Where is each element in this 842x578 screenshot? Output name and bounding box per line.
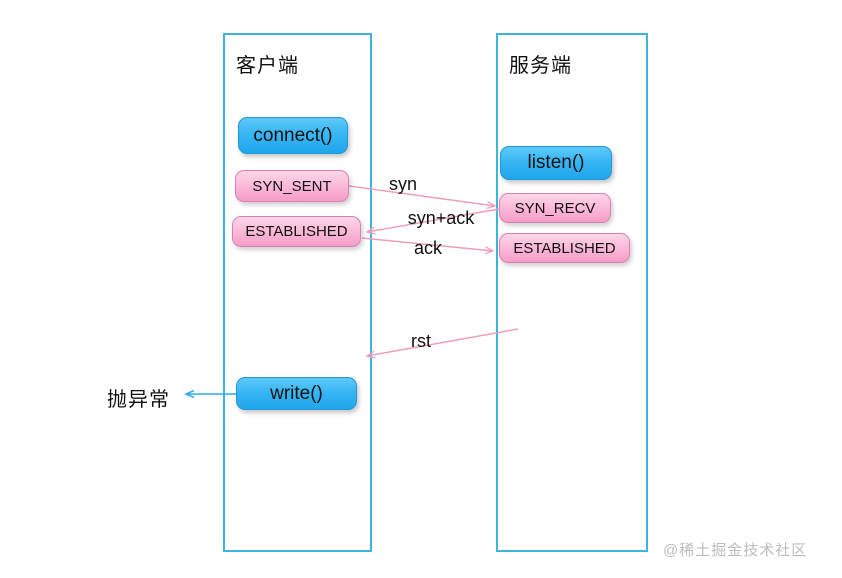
server-state-established: ESTABLISHED (499, 233, 630, 263)
listen-button: listen() (500, 146, 612, 180)
exception-label: 抛异常 (107, 389, 170, 411)
client-title: 客户端 (236, 55, 299, 77)
client-state-syn-sent: SYN_SENT (235, 170, 349, 202)
syn-label: syn (388, 174, 418, 194)
connect-button: connect() (238, 117, 348, 154)
watermark: @稀土掘金技术社区 (663, 542, 808, 559)
rst-label: rst (411, 331, 431, 351)
server-title: 服务端 (509, 55, 572, 77)
server-box: 服务端 (496, 33, 648, 552)
client-state-established: ESTABLISHED (232, 216, 361, 247)
client-box: 客户端 (223, 33, 372, 552)
syn-ack-label: syn+ack (407, 208, 475, 228)
ack-label: ack (413, 238, 443, 258)
server-state-syn-recv: SYN_RECV (499, 193, 611, 223)
write-button: write() (236, 377, 357, 410)
